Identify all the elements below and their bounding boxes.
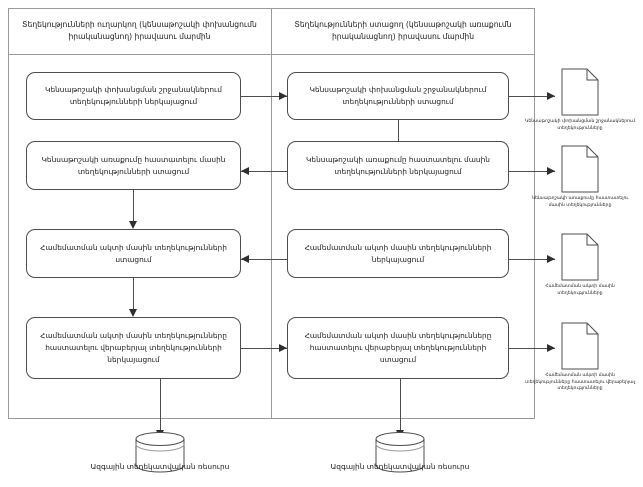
datastore-icon-right[interactable] — [375, 431, 425, 473]
swimlane-header-receiver: Տեղեկությունների ստացող (կենսաթոշակի առա… — [294, 20, 512, 41]
flow-arrowhead-row2 — [241, 167, 249, 175]
flow-arrowhead-sender-r3-r4 — [129, 309, 137, 317]
flow-line-sender-to-datastore — [160, 379, 161, 432]
flow-line-receiver-to-datastore — [400, 379, 401, 432]
swimlane-header-divider — [8, 54, 535, 55]
datastore-label-left: Ազգային տեղեկատվական ռեսուրս — [90, 462, 230, 471]
doc-arrowhead-2 — [547, 167, 555, 175]
doc-line-1 — [509, 96, 555, 97]
flow-arrowhead-row4 — [279, 344, 287, 352]
process-box-sender-row1[interactable]: Կենսաթոշակի փոխանցման շրջանակներում տեղե… — [26, 72, 241, 120]
datastore-label-right: Ազգային տեղեկատվական ռեսուրս — [330, 462, 470, 471]
document-icon-4[interactable] — [561, 322, 599, 370]
document-caption-4: Համեմատման ակտի մասին տեղեկությունները հ… — [525, 373, 635, 392]
doc-arrowhead-3 — [547, 255, 555, 263]
swimlane-center-divider — [271, 8, 272, 419]
process-box-receiver-row1[interactable]: Կենսաթոշակի փոխանցման շրջանակներում տեղե… — [287, 72, 509, 120]
flow-line-sender-r2-r3 — [133, 190, 134, 221]
document-caption-1: Կենսաթոշակի փոխանցման շրջանակներում տեղե… — [525, 119, 635, 131]
flow-line-row2 — [241, 171, 287, 172]
flow-line-receiver-r1-r2 — [398, 120, 399, 141]
doc-line-2 — [509, 171, 555, 172]
process-box-sender-row4[interactable]: Համեմատման ակտի մասին տեղեկությունները հ… — [26, 317, 241, 379]
doc-arrowhead-1 — [547, 92, 555, 100]
process-box-sender-row3[interactable]: Համեմատման ակտի մասին տեղեկությունների ս… — [26, 229, 241, 278]
document-caption-3: Համեմատման ակտի մասին տեղեկությունները — [545, 284, 615, 296]
flow-line-row1 — [241, 96, 287, 97]
doc-line-4 — [509, 348, 555, 349]
datastore-icon-left[interactable] — [135, 431, 185, 473]
flow-line-row4 — [241, 348, 287, 349]
process-box-receiver-row3[interactable]: Համեմատման ակտի մասին տեղեկությունների ն… — [287, 229, 509, 278]
document-icon-2[interactable] — [561, 145, 599, 193]
document-icon-3[interactable] — [561, 233, 599, 281]
flow-arrowhead-row3 — [241, 255, 249, 263]
flow-line-sender-r3-r4 — [133, 278, 134, 309]
doc-line-3 — [509, 259, 555, 260]
flow-arrowhead-row1 — [279, 92, 287, 100]
swimlane-header-sender: Տեղեկությունների ուղարկող (կենսաթոշակի փ… — [22, 20, 257, 41]
document-caption-2: Կենսաթոշակի առաքումը հաստատելու մասին տե… — [531, 196, 629, 208]
doc-arrowhead-4 — [547, 344, 555, 352]
process-box-sender-row2[interactable]: Կենսաթոշակի առաքումը հաստատելու մասին տե… — [26, 141, 241, 190]
process-box-receiver-row4[interactable]: Համեմատման ակտի մասին տեղեկությունները հ… — [287, 317, 509, 379]
flow-line-row3 — [241, 259, 287, 260]
flow-arrowhead-sender-r2-r3 — [129, 221, 137, 229]
process-box-receiver-row2[interactable]: Կենսաթոշակի առաքումը հաստատելու մասին տե… — [287, 141, 509, 190]
document-icon-1[interactable] — [561, 68, 599, 116]
